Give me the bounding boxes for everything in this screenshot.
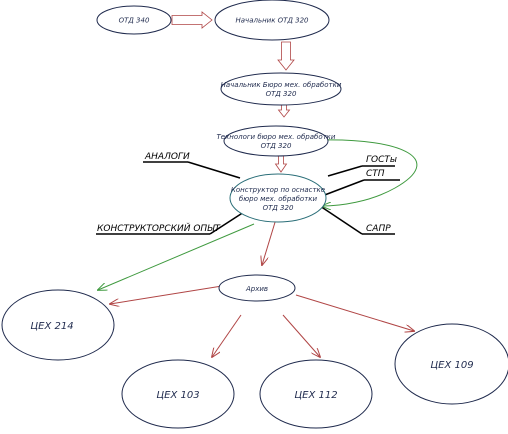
node-tsekh103[interactable]: ЦЕХ 103	[121, 359, 235, 429]
node-designer-line1: Конструктор по оснастке	[231, 186, 325, 194]
node-tsekh103-text: ЦЕХ 103	[156, 390, 199, 401]
node-otd340[interactable]: ОТД 340	[96, 5, 172, 35]
line-analogi-slope	[187, 161, 241, 179]
label-experience: КОНСТРУКТОРСКИЙ ОПЫТ	[97, 222, 222, 234]
label-sapr: САПР	[366, 224, 391, 234]
node-technologist-line2: ОТД 320	[261, 142, 292, 150]
node-technologist-line1: Технологи бюро мех. обработки	[217, 133, 336, 141]
node-head-text: Начальник ОТД 320	[236, 17, 310, 25]
hollow-arrow-technologist-to-designer	[274, 155, 288, 173]
node-bureau-head[interactable]: Начальник Бюро мех. обработки ОТД 320	[220, 72, 342, 106]
node-archive-text: Архив	[245, 285, 268, 293]
node-tsekh214[interactable]: ЦЕХ 214	[1, 289, 115, 361]
node-otd340-text: ОТД 340	[119, 17, 150, 25]
node-tsekh109-text: ЦЕХ 109	[430, 360, 473, 371]
hollow-arrow-head-to-bureau	[277, 41, 295, 71]
green-arrow-technologist-to-designer	[318, 139, 418, 206]
node-tsekh214-text: ЦЕХ 214	[30, 321, 73, 332]
node-designer-line2: бюро мех. обработки	[239, 195, 318, 203]
line-gosty	[327, 165, 363, 177]
arrow-archive-to-tsekh103	[212, 314, 242, 357]
line-experience-slope	[209, 211, 245, 235]
arrow-archive-to-tsekh112	[282, 314, 320, 357]
label-stp: СТП	[366, 169, 385, 179]
hollow-arrow-otd340-to-head	[171, 11, 213, 29]
node-designer[interactable]: Конструктор по оснастке бюро мех. обрабо…	[229, 173, 327, 223]
arrow-designer-to-archive	[262, 218, 277, 265]
node-tsekh112-text: ЦЕХ 112	[294, 390, 337, 401]
node-bureau-head-line1: Начальник Бюро мех. обработки	[221, 81, 342, 89]
label-analogi: АНАЛОГИ	[144, 152, 190, 162]
node-bureau-head-line2: ОТД 320	[266, 90, 297, 98]
node-designer-line3: ОТД 320	[263, 204, 294, 212]
arrow-archive-to-tsekh214	[110, 285, 223, 304]
line-sapr	[319, 205, 363, 235]
node-head[interactable]: Начальник ОТД 320	[214, 0, 330, 41]
line-stp	[321, 179, 365, 197]
label-gosty: ГОСТы	[366, 155, 397, 165]
arrow-archive-to-tsekh109	[295, 294, 414, 331]
green-arrow-designer-to-tsekh214	[98, 223, 255, 290]
node-tsekh109[interactable]: ЦЕХ 109	[394, 323, 508, 405]
node-archive[interactable]: Архив	[218, 274, 296, 302]
node-tsekh112[interactable]: ЦЕХ 112	[259, 359, 373, 429]
node-technologist[interactable]: Технологи бюро мех. обработки ОТД 320	[217, 125, 336, 157]
